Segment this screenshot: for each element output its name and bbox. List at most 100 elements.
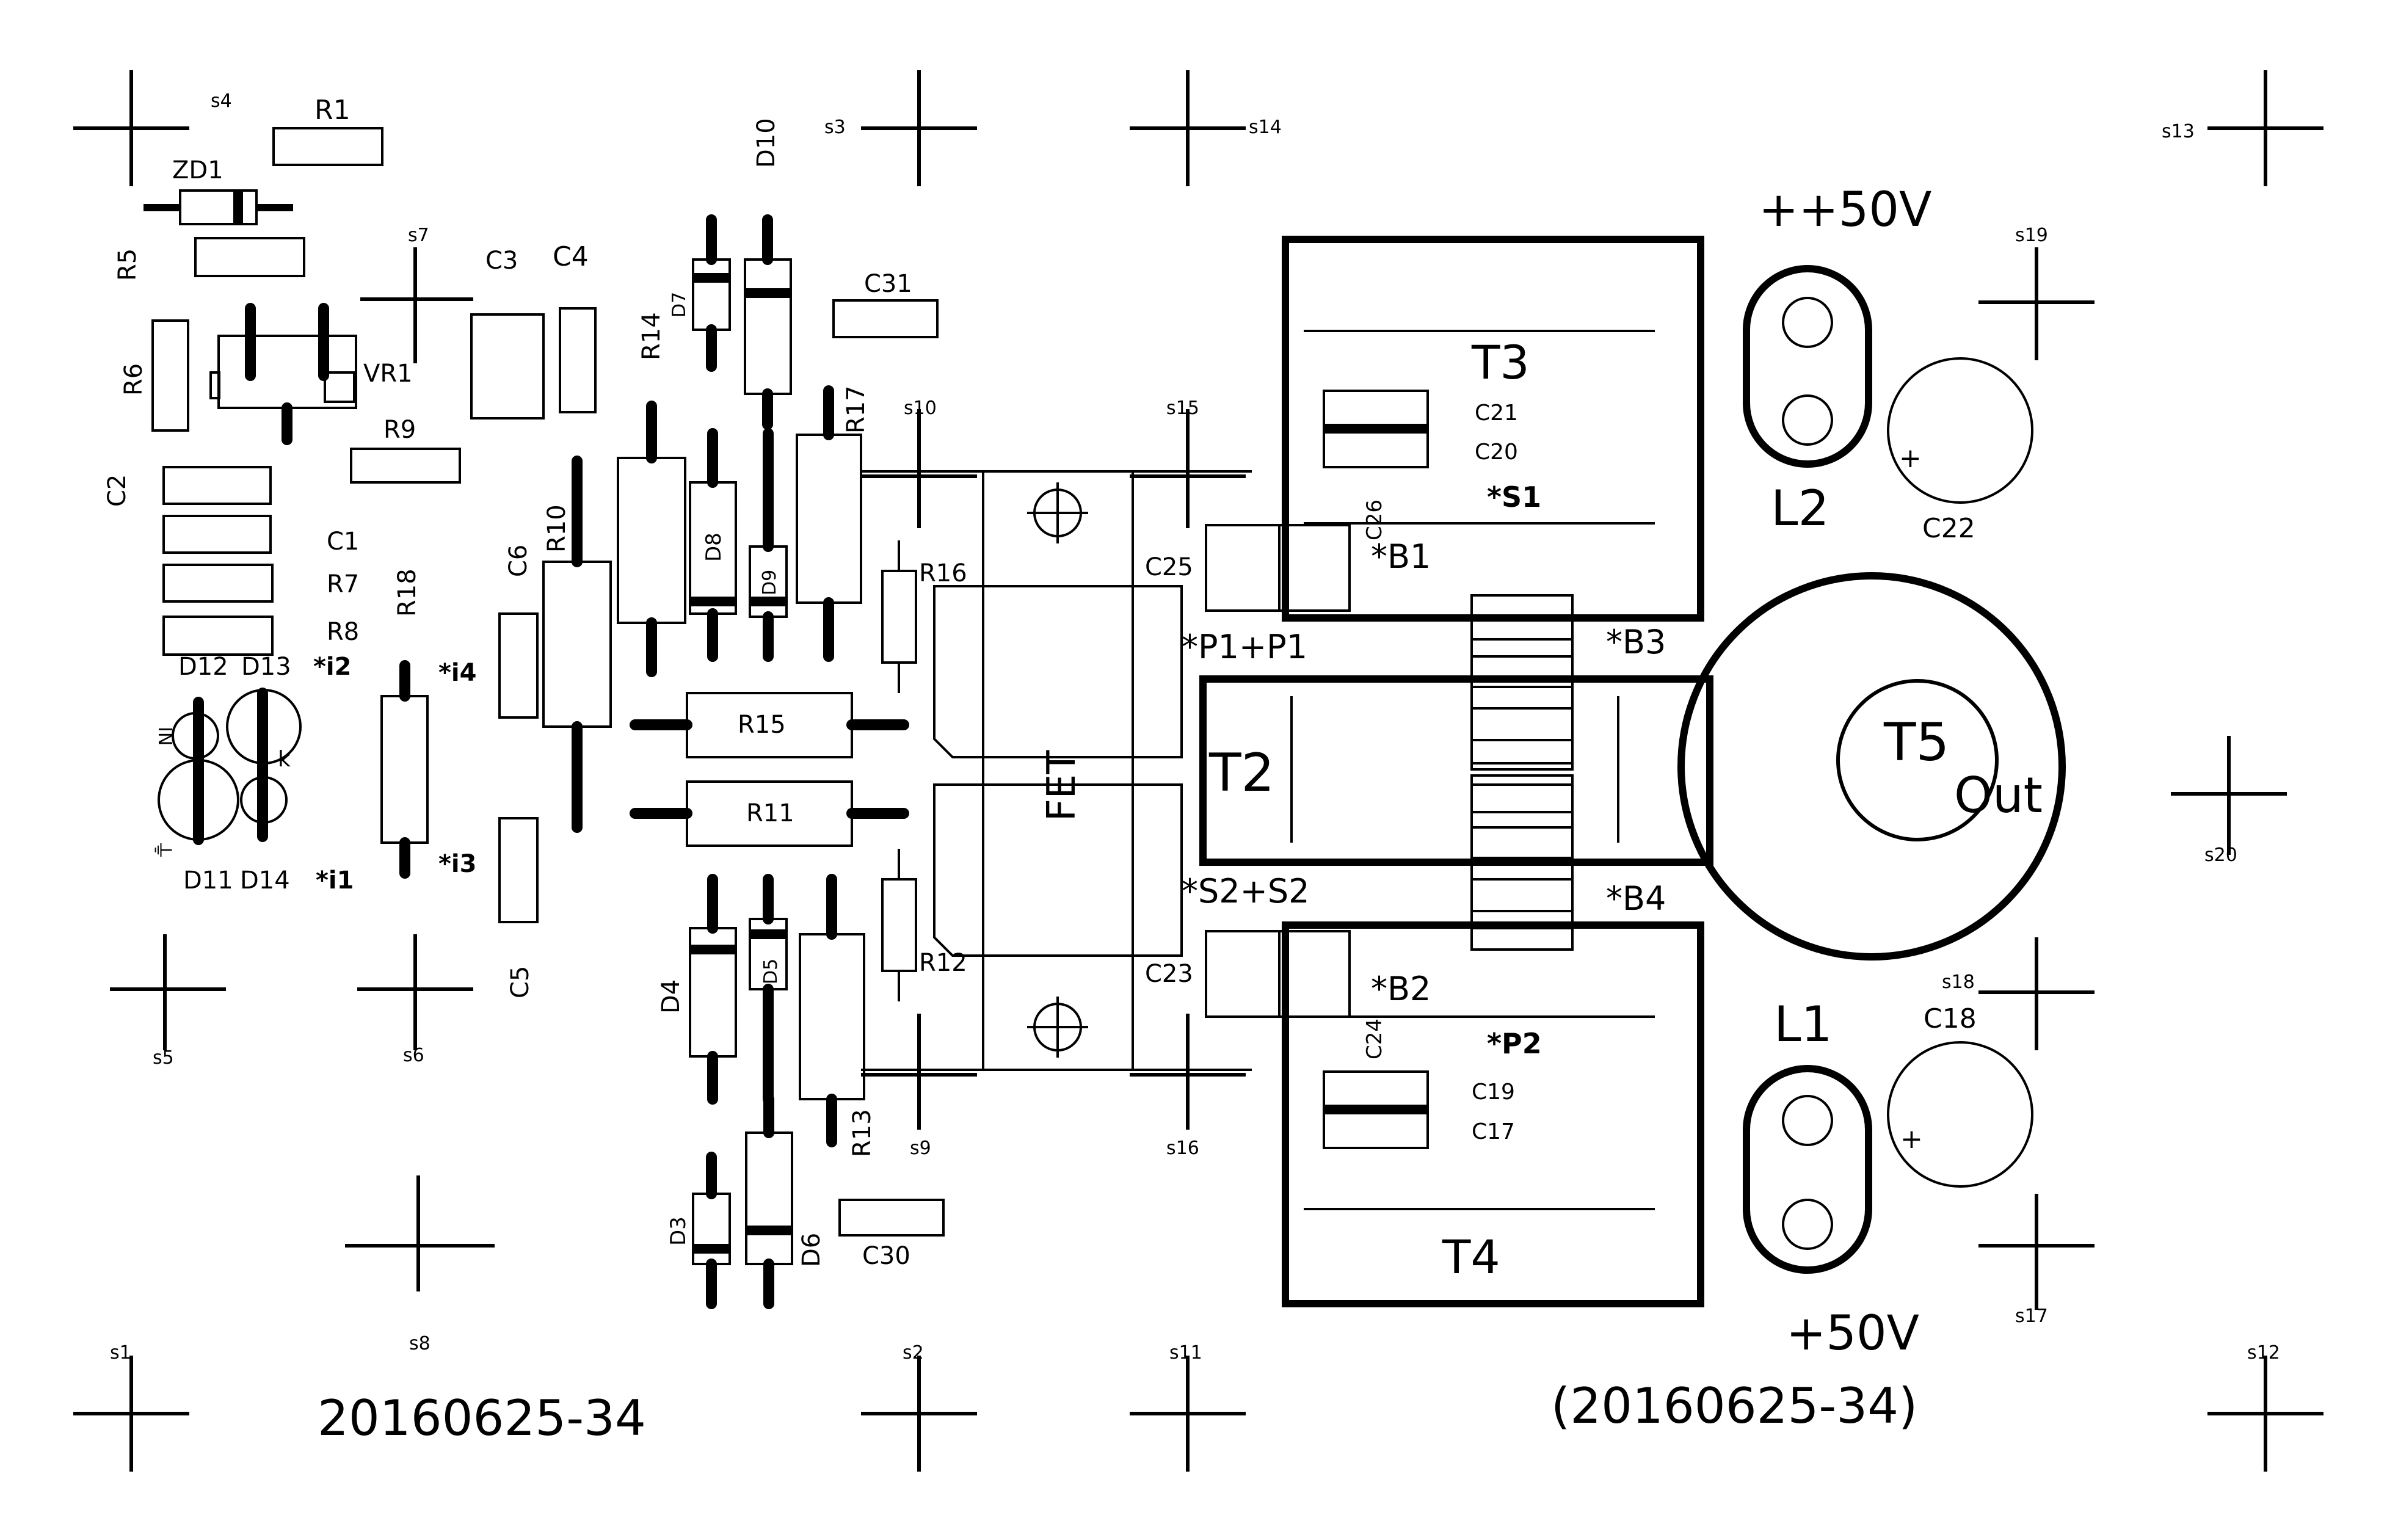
label-r7: R7 xyxy=(327,570,359,598)
supply-top-label: ++50V xyxy=(1759,183,1931,238)
label-c24: C24 xyxy=(1362,1019,1387,1059)
label-l1: L1 xyxy=(1774,996,1832,1053)
label-s2: s2 xyxy=(903,1342,924,1364)
label-t3: T3 xyxy=(1471,335,1530,390)
label-s9: s9 xyxy=(910,1138,931,1159)
label-t5: T5 xyxy=(1883,712,1949,773)
label-d5: D5 xyxy=(760,959,782,984)
pad-p1: *P1+P1 xyxy=(1182,628,1307,666)
label-d4: D4 xyxy=(657,979,685,1014)
label-d14: D14 xyxy=(240,866,290,895)
label-c3: C3 xyxy=(485,247,518,275)
capacitor-c19 xyxy=(1887,1041,2033,1188)
label-c22: C22 xyxy=(1922,513,1975,544)
supply-bottom-label: +50V xyxy=(1786,1306,1919,1361)
label-r10: R10 xyxy=(543,504,571,553)
inductor-l1 xyxy=(1743,1065,1872,1274)
label-c25: C25 xyxy=(1145,553,1193,581)
label-s16: s16 xyxy=(1166,1138,1199,1159)
label-s5: s5 xyxy=(153,1047,174,1069)
pad-i1: *i1 xyxy=(316,866,354,895)
transformer-t5 xyxy=(1677,572,2066,961)
label-l2: L2 xyxy=(1771,480,1829,537)
magnetic-labels: T3 T4 T2 T5 Out L2 L1 ++50V +50V xyxy=(1208,183,2043,1361)
label-s4: s4 xyxy=(211,90,232,112)
label-c20: C20 xyxy=(1475,440,1518,465)
transformer-t2 xyxy=(1199,594,1713,951)
label-r8: R8 xyxy=(327,618,359,646)
label-t4: T4 xyxy=(1442,1230,1500,1284)
label-c17: C17 xyxy=(1472,1119,1515,1144)
label-r11: R11 xyxy=(746,799,794,827)
component-labels: R1 ZD1 R5 R6 VR1 C3 C4 R9 C2 C1 R7 R8 R1… xyxy=(103,95,1977,1270)
label-c18: C19 xyxy=(1472,1080,1515,1105)
inductor-l2 xyxy=(1743,265,1872,468)
label-c23: C23 xyxy=(1145,960,1193,988)
label-r5: R5 xyxy=(114,249,142,281)
fiducial-marks xyxy=(73,70,2323,1472)
label-r13: R13 xyxy=(848,1109,876,1157)
label-r9: R9 xyxy=(383,416,416,444)
label-s1: s1 xyxy=(110,1342,131,1364)
label-s12: s12 xyxy=(2247,1342,2280,1364)
pad-b1: *B1 xyxy=(1371,537,1431,576)
pad-labels: *i2 *i4 *i1 *i3 *S1 *P2 xyxy=(313,481,1542,1060)
ground-icon: ⏚ xyxy=(150,840,174,860)
label-c6: C6 xyxy=(504,545,532,577)
pad-labels-regular: *B1 *P1+P1 *B3 *S2+S2 *B4 *B2 xyxy=(1182,537,1666,1008)
label-in: IN xyxy=(154,727,175,746)
label-r6: R6 xyxy=(120,363,148,396)
pad-p2: *P2 xyxy=(1487,1027,1542,1060)
label-s20: s20 xyxy=(2204,844,2237,866)
label-r18: R18 xyxy=(393,568,421,617)
board-id-mirror: (20160625-34) xyxy=(1551,1378,1917,1434)
label-d12: D12 xyxy=(178,653,228,681)
label-fet: FET xyxy=(1039,750,1085,821)
label-vr1: VR1 xyxy=(363,360,413,388)
pad-s1: *S1 xyxy=(1487,481,1541,514)
label-c2: C2 xyxy=(103,474,131,507)
label-out: Out xyxy=(1954,767,2043,824)
label-s14: s14 xyxy=(1249,117,1282,138)
label-r1: R1 xyxy=(314,95,351,126)
label-s7: s7 xyxy=(408,225,429,246)
capacitor-c22 xyxy=(1887,357,2033,504)
board-id-labels: 20160625-34 (20160625-34) xyxy=(318,1378,1917,1447)
transformer-t3 xyxy=(1205,236,1704,622)
plus-c19-icon: + xyxy=(1900,1124,1923,1155)
label-d9: D9 xyxy=(759,570,780,595)
label-d3: D3 xyxy=(666,1216,691,1246)
fiducial-labels: s4 s3 s14 s13 s7 s19 s10 s15 s20 s18 s5 … xyxy=(110,90,2280,1364)
label-c26: C26 xyxy=(1362,499,1387,540)
label-c30: C30 xyxy=(862,1242,910,1270)
label-r17: R17 xyxy=(842,385,870,434)
label-s11: s11 xyxy=(1169,1342,1202,1364)
label-d6: D6 xyxy=(797,1233,826,1267)
label-d7: D7 xyxy=(669,292,690,318)
label-r12: R12 xyxy=(919,949,967,977)
pad-s2: *S2+S2 xyxy=(1182,872,1310,910)
label-k: k xyxy=(278,747,291,772)
pad-i2: *i2 xyxy=(313,653,351,681)
label-c4: C4 xyxy=(553,241,589,272)
label-t2: T2 xyxy=(1208,743,1274,804)
label-s18: s18 xyxy=(1942,972,1975,993)
label-s3: s3 xyxy=(824,117,846,138)
label-r14: R14 xyxy=(638,312,666,360)
label-s8: s8 xyxy=(409,1333,431,1354)
pad-i3: *i3 xyxy=(438,850,476,878)
label-c21: C21 xyxy=(1475,401,1518,426)
label-s19: s19 xyxy=(2015,225,2048,246)
label-s17: s17 xyxy=(2015,1306,2048,1327)
label-r15: R15 xyxy=(738,711,786,739)
label-s10: s10 xyxy=(904,398,937,419)
plus-c22-icon: + xyxy=(1899,443,1922,474)
pad-b3: *B3 xyxy=(1606,623,1666,661)
label-s15: s15 xyxy=(1166,398,1199,419)
label-c1: C1 xyxy=(327,528,359,556)
label-d8: D8 xyxy=(702,532,726,562)
label-s13: s13 xyxy=(2162,121,2195,142)
label-c5: C5 xyxy=(506,966,534,998)
transformer-t4 xyxy=(1205,921,1704,1307)
